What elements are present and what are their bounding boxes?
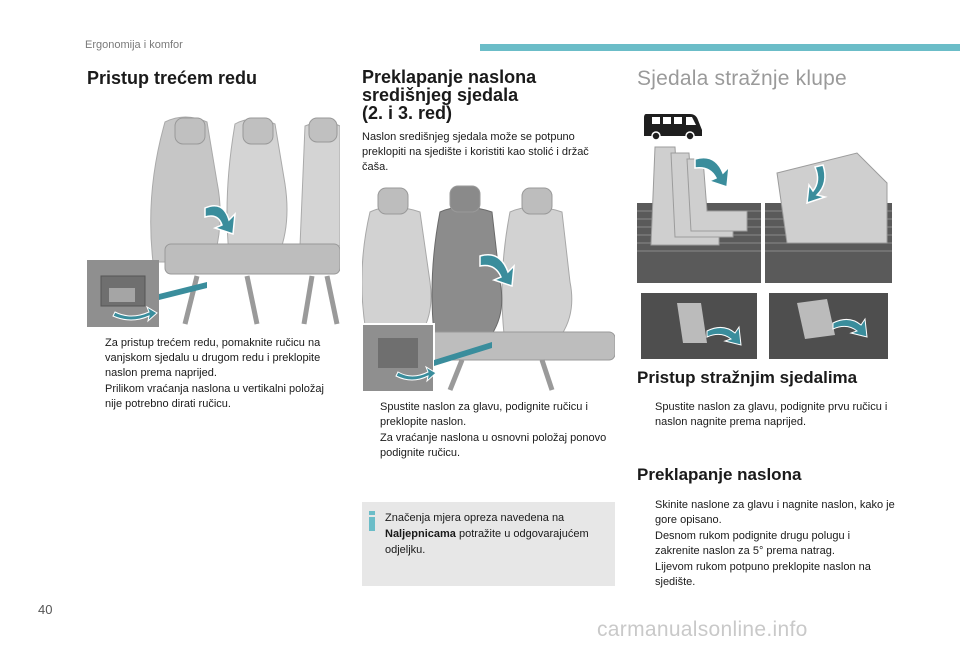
van-icon (640, 108, 704, 140)
fold-bullet-3: Lijevom rukom potpuno preklopite naslon … (655, 561, 871, 588)
right-fold-bullets: Skinite naslone za glavu i nagnite naslo… (637, 498, 897, 591)
watermark: carmanualsonline.info (597, 618, 808, 641)
info-note-text: Značenja mjera opreza navedena na Naljep… (385, 512, 589, 556)
middle-bullets: Spustite naslon za glavu, podignite ruči… (362, 400, 612, 462)
middle-intro: Naslon središnjeg sjedala može se potpun… (362, 131, 589, 173)
access-bullet-1: Spustite naslon za glavu, podignite prvu… (655, 401, 888, 428)
section-header: Ergonomija i komfor (85, 39, 183, 51)
middle-title: Preklapanje naslona središnjeg sjedala (… (362, 67, 537, 123)
right-subtitle-access: Pristup stražnjim sjedalima (637, 368, 858, 387)
middle-illustration (362, 182, 615, 392)
fold-bullet-1: Skinite naslone za glavu i nagnite naslo… (655, 499, 895, 526)
right-subtitle-fold: Preklapanje naslona (637, 465, 802, 484)
page-number: 40 (38, 602, 53, 617)
middle-bullet-1: Spustite naslon za glavu, podignite ruči… (380, 401, 588, 428)
middle-bullet-2: Za vraćanje naslona u osnovni položaj po… (380, 432, 607, 459)
right-access-bullets: Spustite naslon za glavu, podignite prvu… (637, 400, 892, 431)
info-icon (369, 511, 375, 531)
header-accent-bar (480, 44, 960, 51)
right-title: Sjedala stražnje klupe (637, 67, 847, 90)
left-bullet-2: Prilikom vraćanja naslona u vertikalni p… (105, 383, 324, 410)
left-illustration (87, 116, 340, 327)
left-bullet-1: Za pristup trećem redu, pomaknite ručicu… (105, 337, 321, 379)
info-note: Značenja mjera opreza navedena na Naljep… (362, 502, 615, 586)
left-bullets: Za pristup trećem redu, pomaknite ručicu… (87, 336, 342, 413)
fold-bullet-2: Desnom rukom podignite drugu polugu i za… (655, 530, 851, 557)
arrow-icon (204, 205, 236, 236)
right-illustration (637, 143, 892, 361)
left-title: Pristup trećem redu (87, 68, 258, 88)
